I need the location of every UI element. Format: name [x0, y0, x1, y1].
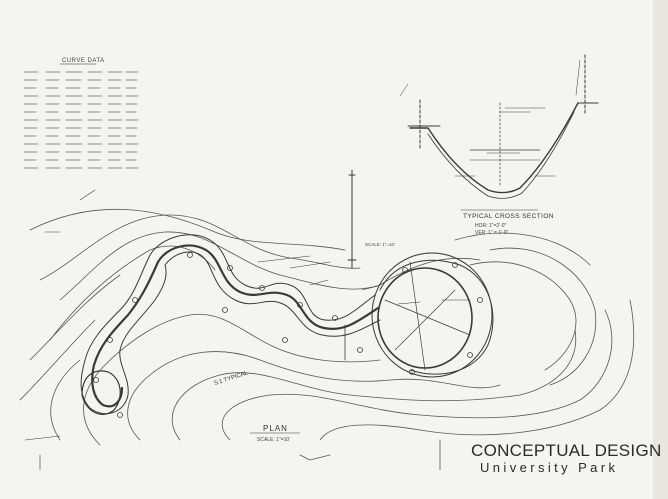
contour-lines	[19, 208, 635, 471]
plan-title: PLAN	[263, 424, 288, 433]
station-markers	[93, 252, 483, 418]
cross-section-title: TYPICAL CROSS SECTION	[463, 213, 554, 220]
plan-section-scale: SCALE: 1"=10'	[365, 242, 395, 247]
north-arrow	[347, 169, 357, 269]
channel-plan	[80, 234, 494, 415]
sheet-subtitle: University Park	[480, 460, 619, 475]
sheet-edge	[653, 0, 668, 499]
cross-section-scale-horizontal: HOR: 1"=2'-0"	[475, 223, 507, 229]
curve-data-heading: CURVE DATA	[62, 58, 105, 64]
typical-cross-section	[399, 54, 599, 199]
sheet-title: CONCEPTUAL DESIGN	[471, 441, 662, 460]
plan-scale: SCALE: 1"=10'	[257, 437, 290, 443]
annotation-leaders	[24, 189, 471, 471]
curve-data-table	[23, 63, 139, 169]
